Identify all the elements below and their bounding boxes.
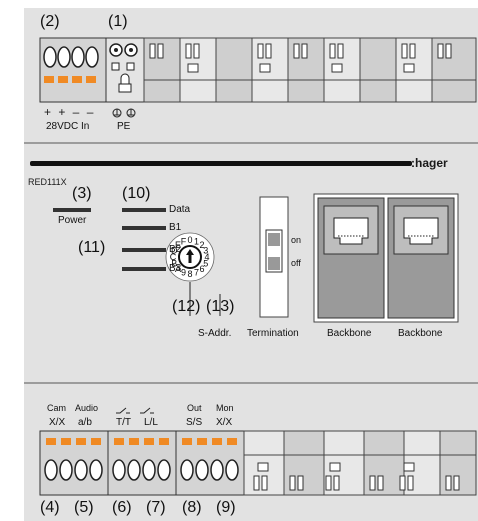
callout-7: (7): [146, 499, 166, 516]
terminal-release-tab: [212, 438, 222, 445]
terminal-screw-hole: [157, 459, 171, 481]
rotary-digit: D: [171, 246, 178, 256]
rotary-digit: 6: [199, 264, 204, 274]
rotary-digit: F: [181, 236, 187, 246]
b3-led-label: B3: [169, 263, 182, 274]
terminal-screw-hole: [44, 459, 58, 481]
b1-led-label: B1: [169, 222, 182, 233]
callout-6: (6): [112, 499, 132, 516]
callout-1: (1): [108, 13, 128, 30]
rotary-digit: 0: [187, 235, 192, 245]
terminal-release-tab: [197, 438, 207, 445]
data-led-label: Data: [169, 204, 191, 215]
rotary-digit: B: [171, 259, 177, 269]
callout-10: (10): [122, 185, 151, 202]
rotary-digit: 9: [181, 268, 186, 278]
terminal-screw-hole: [210, 459, 224, 481]
terminal-release-tab: [227, 438, 237, 445]
callout-8: (8): [182, 499, 202, 516]
audio-label: Audio: [75, 403, 99, 413]
rotary-digit: C: [170, 252, 177, 262]
rotary-digit: 4: [204, 252, 209, 262]
rotary-digit: 3: [203, 246, 208, 256]
terminal-screw-hole: [225, 459, 239, 481]
rotary-digit: 7: [194, 268, 199, 278]
callout-9: (9): [216, 499, 236, 516]
rotary-digit: 5: [203, 259, 208, 269]
terminal-release-tab: [46, 438, 56, 445]
callout-13: (13): [206, 298, 235, 315]
brand-logo: :hager: [411, 156, 448, 170]
terminal-release-tab: [76, 438, 86, 445]
terminal-screw-hole: [127, 459, 141, 481]
backbone-port-1-label: Backbone: [327, 328, 372, 339]
terminal-release-tab: [182, 438, 192, 445]
mon-xx-label: X/X: [216, 417, 233, 428]
rotary-digit: A: [175, 264, 181, 274]
model-label: RED111X: [28, 177, 67, 187]
callout-11: (11): [78, 239, 106, 256]
power-input-label: 28VDC In: [46, 121, 90, 132]
terminal-release-tab: [61, 438, 71, 445]
callout-4: (4): [40, 499, 60, 516]
terminal-screw-hole: [195, 459, 209, 481]
out-label: Out: [187, 403, 202, 413]
callout-3: (3): [72, 185, 92, 202]
tt-label: T/T: [116, 417, 131, 428]
cam-label: Cam: [47, 403, 67, 413]
top-terminal-strip: [39, 37, 477, 118]
rotary-digit: E: [175, 240, 181, 250]
terminal-screw-hole: [74, 459, 88, 481]
mon-label: Mon: [216, 403, 234, 413]
rotary-digit: 8: [187, 269, 192, 279]
power-led: [53, 208, 91, 212]
terminal-screw-hole: [112, 459, 126, 481]
ll-label: L/L: [144, 417, 158, 428]
backbone-ports: [313, 193, 459, 323]
bottom-terminal-strip: [39, 407, 477, 496]
audio-ab-label: a/b: [78, 417, 92, 428]
termination-on-label: on: [291, 235, 302, 245]
termination-off-label: off: [291, 258, 301, 268]
terminal-release-tab: [129, 438, 139, 445]
b3-led: [122, 267, 166, 271]
terminal-release-tab: [144, 438, 154, 445]
rotary-digit: 1: [194, 236, 199, 246]
terminal-release-tab: [159, 438, 169, 445]
callout-12: (12): [172, 298, 201, 315]
pe-label: PE: [117, 121, 131, 132]
backbone-port-2-label: Backbone: [398, 328, 443, 339]
terminal-screw-hole: [59, 459, 73, 481]
terminal-screw-hole: [89, 459, 103, 481]
out-ss-label: S/S: [186, 417, 203, 428]
rotary-digit: 2: [199, 240, 204, 250]
device-stripe: [30, 161, 412, 166]
cam-xx-label: X/X: [49, 417, 66, 428]
b2-led: [122, 248, 166, 252]
callout-2: (2): [40, 13, 60, 30]
power-led-label: Power: [58, 215, 87, 226]
termination-label: Termination: [247, 328, 299, 339]
terminal-release-tab: [91, 438, 101, 445]
termination-switch: [259, 196, 289, 318]
callout-5: (5): [74, 499, 94, 516]
b2-led-label: B2: [169, 244, 182, 255]
polarity-label: + + – –: [44, 105, 96, 119]
terminal-release-tab: [114, 438, 124, 445]
b1-led: [122, 226, 166, 230]
terminal-screw-hole: [180, 459, 194, 481]
data-led: [122, 208, 166, 212]
address-switch-label: S-Addr.: [198, 328, 232, 339]
terminal-screw-hole: [142, 459, 156, 481]
